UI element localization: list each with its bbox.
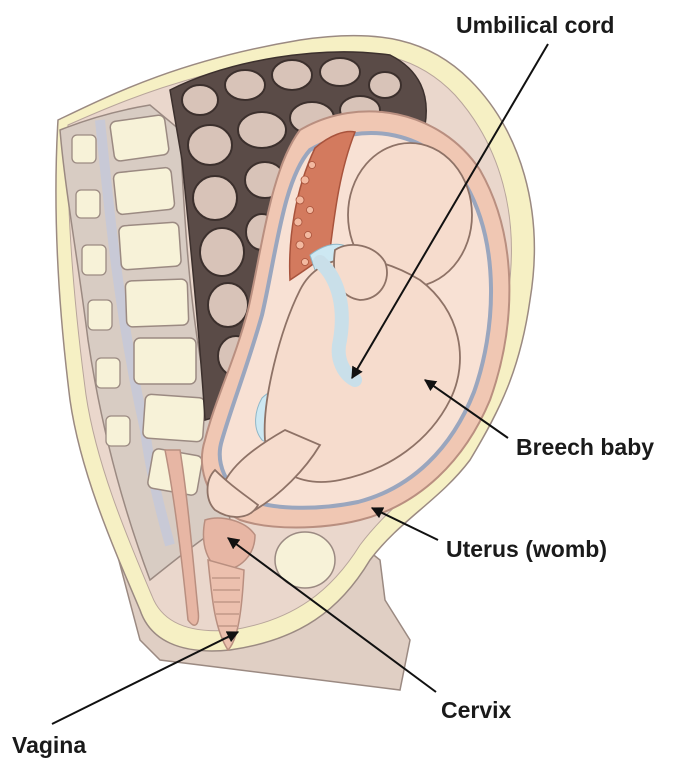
vagina-label: Vagina <box>12 734 86 757</box>
breech-baby-label: Breech baby <box>516 436 654 459</box>
cervix-label: Cervix <box>441 699 511 722</box>
umbilical-cord-label: Umbilical cord <box>456 14 614 37</box>
uterus-label: Uterus (womb) <box>446 538 607 561</box>
